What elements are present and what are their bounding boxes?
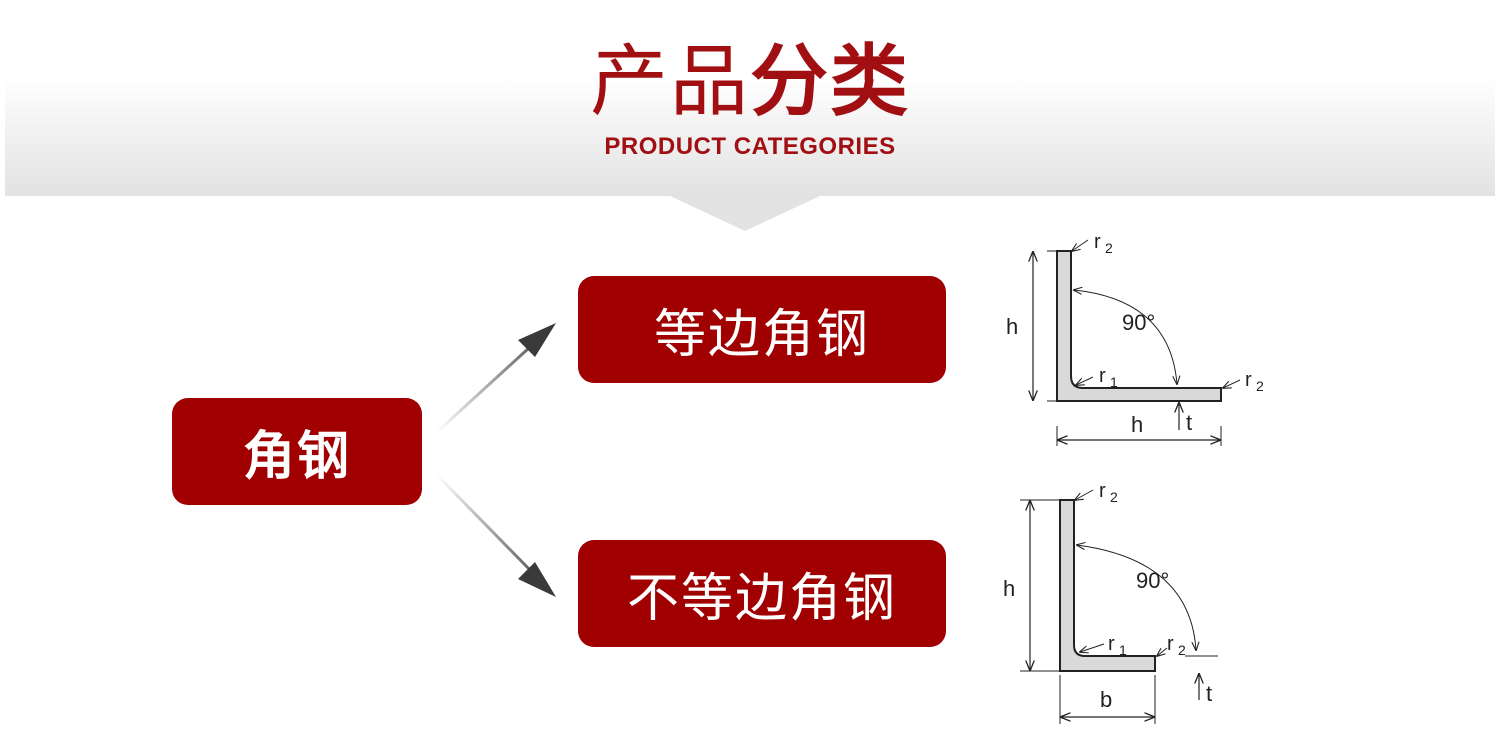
equal-r2-top-label: r [1094,231,1101,253]
category-equal-box: 等边角钢 [578,276,946,383]
title-part2: 分类 [750,37,911,127]
unequal-width-label: b [1100,687,1112,712]
unequal-r1-sub: 1 [1119,642,1127,658]
unequal-r1-label: r [1108,633,1115,655]
unequal-r2-top-label: r [1099,480,1106,502]
header-notch [668,195,822,231]
equal-r2-top-sub: 2 [1105,240,1113,256]
equal-r2-right-label: r [1245,369,1252,391]
equal-r1-sub: 1 [1110,374,1118,390]
arrow-to-unequal [435,473,556,597]
title-part1: 产品 [589,37,750,127]
equal-thickness-label: t [1186,410,1192,435]
unequal-angle-profile [1059,499,1156,672]
equal-angle-diagram: h h t 90° r 2 r 1 r 2 [1006,231,1264,446]
equal-angle-label: 90° [1122,310,1155,335]
category-main-box: 角钢 [172,398,422,505]
header-band [5,78,1495,196]
page-subtitle: PRODUCT CATEGORIES [604,133,896,160]
equal-height-label: h [1006,314,1018,339]
unequal-r2-top-sub: 2 [1110,489,1118,505]
arrow-to-equal [435,323,556,434]
unequal-thickness-label: t [1206,681,1212,706]
unequal-angle-diagram: h b t 90° r 2 r 1 r 2 [1003,480,1218,724]
equal-r2-right-sub: 2 [1256,378,1264,394]
equal-angle-profile [1056,250,1222,402]
unequal-r2-right-label: r [1167,633,1174,655]
unequal-angle-label: 90° [1136,568,1169,593]
page-title: 产品分类 [0,36,1500,128]
unequal-height-label: h [1003,576,1015,601]
equal-width-label: h [1131,412,1143,437]
category-unequal-box: 不等边角钢 [578,540,946,647]
unequal-r2-right-sub: 2 [1178,642,1186,658]
equal-r1-label: r [1099,365,1106,387]
